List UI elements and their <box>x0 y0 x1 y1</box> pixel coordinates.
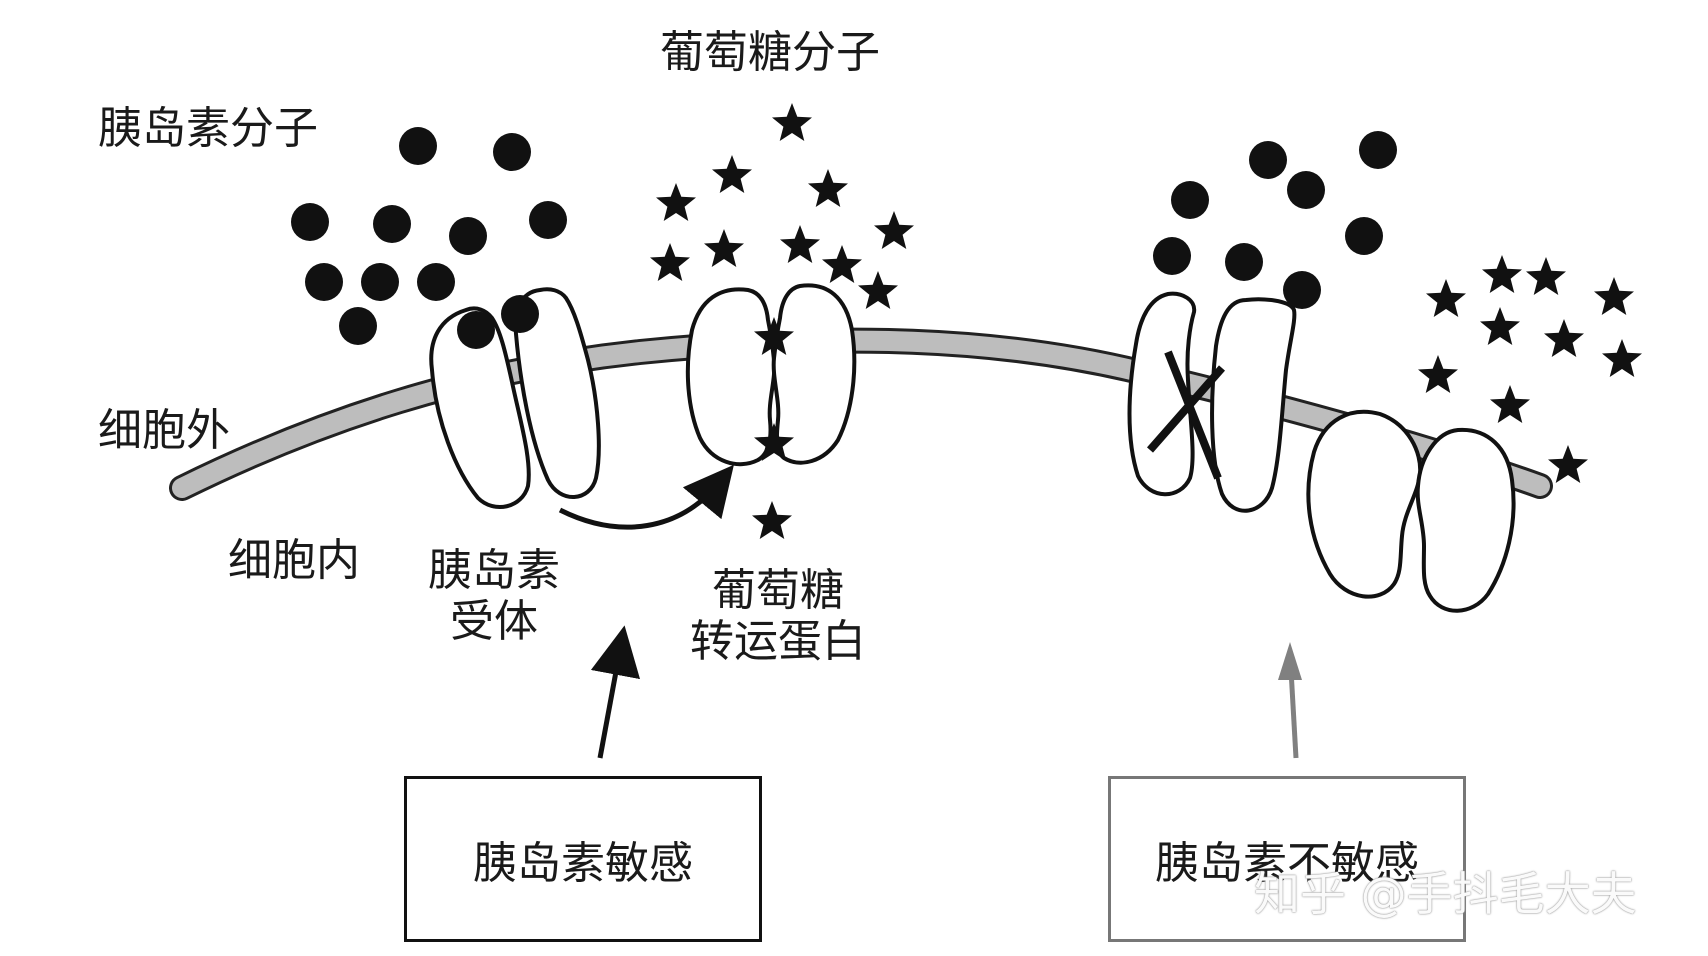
insulin-molecule <box>399 127 437 165</box>
glucose-transporter-label-line2: 转运蛋白 <box>690 615 866 667</box>
insulin-molecule <box>291 203 329 241</box>
insulin-insensitive-text: 胰岛素不敏感 <box>1155 838 1419 889</box>
glucose-molecule <box>1426 279 1466 317</box>
glucose-molecule <box>656 183 696 221</box>
glucose-molecule <box>1490 385 1530 423</box>
insulin-molecule <box>1345 217 1383 255</box>
insulin-molecules <box>291 127 1397 349</box>
glucose-molecule <box>1602 339 1642 377</box>
extracellular-label: 细胞外 <box>98 405 230 456</box>
glucose-molecule <box>752 501 792 539</box>
glucose-transporter-label: 葡萄糖 转运蛋白 <box>690 565 866 667</box>
glucose-molecule <box>822 245 862 283</box>
glucose-molecule <box>1544 319 1584 357</box>
glucose-molecule-label: 葡萄糖分子 <box>660 27 880 78</box>
glucose-molecule <box>858 271 898 309</box>
glucose-molecule <box>874 211 914 249</box>
glucose-molecule <box>1418 355 1458 393</box>
glucose-molecule <box>704 229 744 267</box>
glucose-molecule <box>1594 277 1634 315</box>
insulin-receptor-label-line1: 胰岛素 <box>428 545 560 596</box>
insulin-molecule <box>417 263 455 301</box>
receptor-to-transporter-arrow <box>558 464 734 530</box>
glucose-molecule <box>772 103 812 141</box>
insulin-sensitive-box: 胰岛素敏感 <box>404 776 762 942</box>
insulin-molecule <box>449 217 487 255</box>
insulin-sensitive-text: 胰岛素敏感 <box>473 838 693 889</box>
insulin-molecule <box>1171 181 1209 219</box>
insulin-molecule <box>1225 243 1263 281</box>
glucose-molecule <box>712 155 752 193</box>
insensitive-up-arrowhead <box>1278 642 1302 680</box>
insulin-receptor-right <box>1127 291 1297 513</box>
glucose-molecule <box>808 169 848 207</box>
glucose-molecule <box>754 317 794 355</box>
watermark: 知乎 @手抖毛大夫 <box>1254 867 1637 921</box>
insulin-receptor-label: 胰岛素 受体 <box>428 545 560 647</box>
insulin-molecule <box>1153 237 1191 275</box>
glucose-transporter-left <box>685 283 857 467</box>
insulin-molecule <box>373 205 411 243</box>
insulin-molecule <box>1287 171 1325 209</box>
insulin-molecule <box>493 133 531 171</box>
glucose-molecule <box>1548 445 1588 483</box>
insulin-molecule <box>361 263 399 301</box>
glucose-molecule <box>650 243 690 281</box>
glucose-molecule <box>1482 255 1522 293</box>
glucose-molecule <box>1480 307 1520 345</box>
glucose-molecule <box>780 225 820 263</box>
insulin-insensitive-box: 胰岛素不敏感 <box>1108 776 1466 942</box>
sensitive-up-arrow <box>590 625 641 759</box>
glucose-molecules <box>650 103 1642 539</box>
intracellular-label: 细胞内 <box>228 535 360 586</box>
insulin-receptor-left <box>429 287 601 509</box>
insulin-molecule <box>501 295 539 333</box>
glucose-transporter-label-line1: 葡萄糖 <box>712 565 844 616</box>
insulin-molecule <box>305 263 343 301</box>
glucose-molecule <box>754 423 794 461</box>
insulin-receptor-label-line2: 受体 <box>450 595 538 647</box>
glucose-molecule <box>1526 257 1566 295</box>
insulin-molecule <box>1359 131 1397 169</box>
insulin-molecule-label: 胰岛素分子 <box>98 103 318 154</box>
insulin-molecule <box>1283 271 1321 309</box>
glucose-transporter-right <box>1306 409 1516 613</box>
insulin-molecule <box>457 311 495 349</box>
insulin-molecule <box>339 307 377 345</box>
insulin-molecule <box>529 201 567 239</box>
insulin-molecule <box>1249 141 1287 179</box>
